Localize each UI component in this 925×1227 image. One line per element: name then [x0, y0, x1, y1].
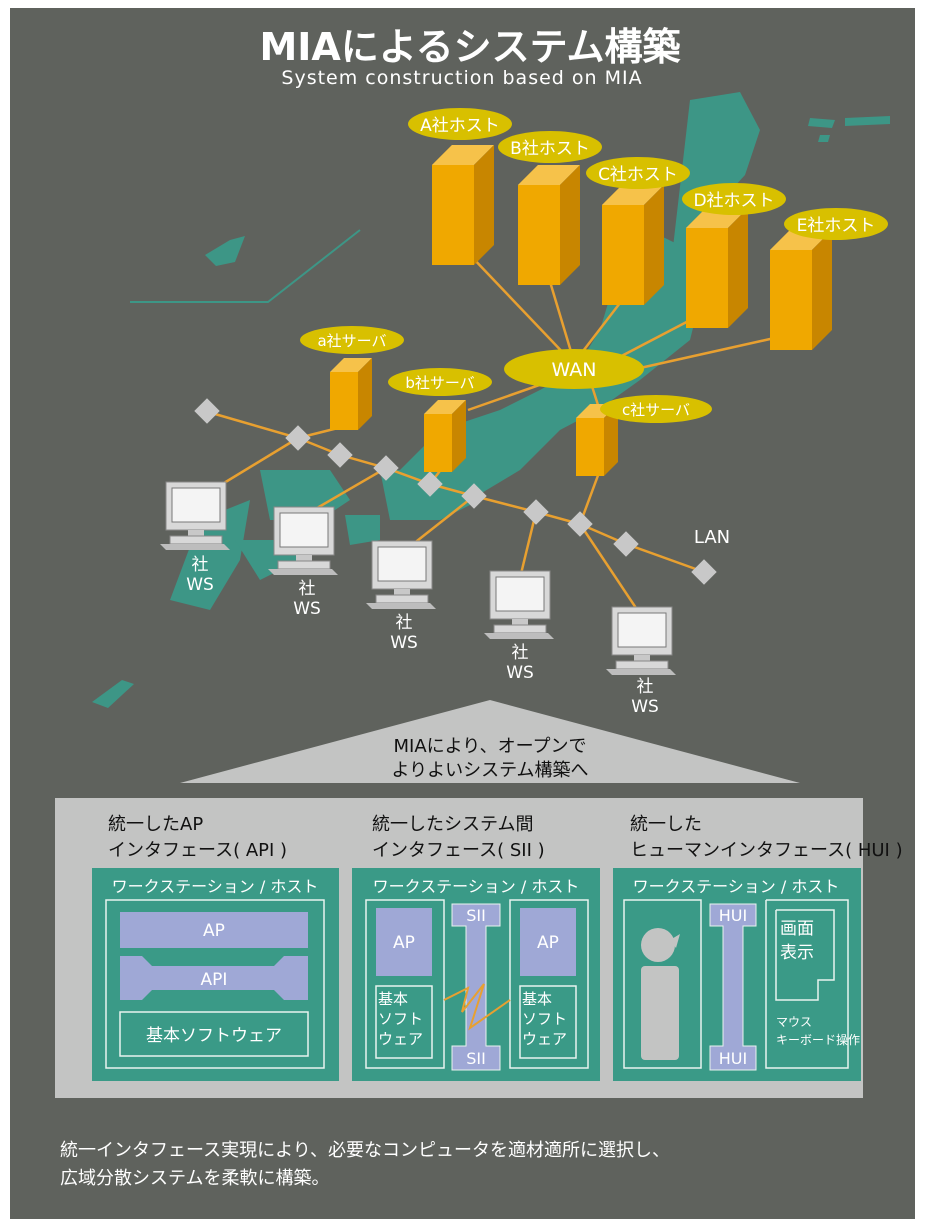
server-b — [424, 400, 466, 472]
server-a — [330, 358, 372, 430]
api-title-line2: インタフェース( API ) — [108, 840, 287, 861]
page-subtitle: System construction based on MIA — [281, 67, 642, 89]
svg-text:WS: WS — [390, 633, 418, 653]
svg-text:ワークステーション / ホスト: ワークステーション / ホスト — [633, 877, 840, 896]
host-b — [518, 165, 580, 285]
workstation-2: 社 WS — [267, 506, 339, 619]
svg-text:ワークステーション / ホスト: ワークステーション / ホスト — [112, 877, 319, 896]
server-label-a: a社サーバ — [317, 332, 386, 350]
sii-label-bottom: SII — [466, 1049, 486, 1068]
svg-text:社: 社 — [637, 677, 654, 697]
workstation-5: 社 WS — [605, 606, 677, 717]
sii-ap-right: AP — [537, 933, 559, 953]
arrow-text-line2: よりよいシステム構築へ — [391, 760, 588, 781]
host-c — [602, 185, 664, 305]
host-label-a: A社ホスト — [420, 116, 500, 136]
svg-text:WS: WS — [293, 599, 321, 619]
host-a — [432, 145, 494, 265]
footer-line1: 統一インタフェース実現により、必要なコンピュータを適材適所に選択し、 — [60, 1140, 670, 1161]
wan-label: WAN — [552, 359, 597, 381]
lan-label: LAN — [694, 527, 730, 548]
sii-ap-left: AP — [393, 933, 415, 953]
hui-display-line2: 表示 — [780, 943, 814, 963]
sii-label-top: SII — [466, 906, 486, 925]
svg-text:基本: 基本 — [378, 990, 408, 1008]
api-label: API — [201, 970, 228, 990]
host-label-e: E社ホスト — [797, 216, 876, 236]
network-lines — [195, 254, 789, 615]
footer-line2: 広域分散システムを柔軟に構築。 — [60, 1168, 329, 1189]
api-base-label: 基本ソフトウェア — [146, 1026, 282, 1046]
svg-text:社: 社 — [512, 643, 529, 663]
hui-box: ワークステーション / ホスト HUI HUI 画面 表示 マウス キーボード操… — [613, 868, 861, 1081]
workstation-1: 社 WS — [159, 481, 231, 595]
hui-display-line1: 画面 — [780, 919, 814, 939]
svg-text:ワークステーション / ホスト: ワークステーション / ホスト — [373, 877, 580, 896]
sii-title-line1: 統一したシステム間 — [372, 814, 533, 835]
hui-mouse-line2: キーボード操作 — [776, 1032, 860, 1047]
svg-text:ソフト: ソフト — [522, 1010, 567, 1028]
workstation-4: 社 WS — [483, 570, 555, 683]
wan-cloud — [504, 349, 644, 389]
svg-text:ソフト: ソフト — [378, 1010, 423, 1028]
svg-text:社: 社 — [192, 555, 209, 575]
svg-text:WS: WS — [506, 663, 534, 683]
host-d — [686, 208, 748, 328]
server-label-b: b社サーバ — [405, 374, 474, 392]
sii-box: ワークステーション / ホスト AP AP 基本 ソフト ウェア 基本 ソフト … — [352, 868, 600, 1081]
sii-title-line2: インタフェース( SII ) — [372, 840, 545, 861]
decor-line — [130, 229, 361, 303]
host-label-c: C社ホスト — [598, 165, 678, 185]
svg-text:ウェア: ウェア — [522, 1030, 567, 1048]
hui-mouse-line1: マウス — [776, 1015, 812, 1029]
svg-text:WS: WS — [186, 575, 214, 595]
hui-title-line1: 統一した — [630, 814, 702, 835]
page-title: MIAによるシステム構築 — [259, 25, 681, 69]
svg-text:基本: 基本 — [522, 990, 552, 1008]
svg-text:社: 社 — [299, 579, 316, 599]
server-label-c: c社サーバ — [622, 401, 690, 419]
api-title-line1: 統一したAP — [108, 814, 203, 835]
hui-label-top: HUI — [719, 906, 747, 925]
workstation-3: 社 WS — [365, 540, 437, 653]
api-ap-label: AP — [203, 921, 225, 941]
api-box: ワークステーション / ホスト AP API 基本ソフトウェア — [92, 868, 339, 1081]
host-label-b: B社ホスト — [510, 139, 590, 159]
host-e — [770, 230, 832, 350]
lan-nodes — [194, 398, 717, 585]
svg-text:社: 社 — [396, 613, 413, 633]
arrow-text-line1: MIAにより、オープンで — [394, 736, 587, 757]
host-label-d: D社ホスト — [693, 191, 774, 211]
hui-label-bottom: HUI — [719, 1049, 747, 1068]
hui-title-line2: ヒューマンインタフェース( HUI ) — [630, 840, 903, 861]
svg-text:WS: WS — [631, 697, 659, 717]
svg-text:ウェア: ウェア — [378, 1030, 423, 1048]
arrow-head — [180, 700, 800, 783]
